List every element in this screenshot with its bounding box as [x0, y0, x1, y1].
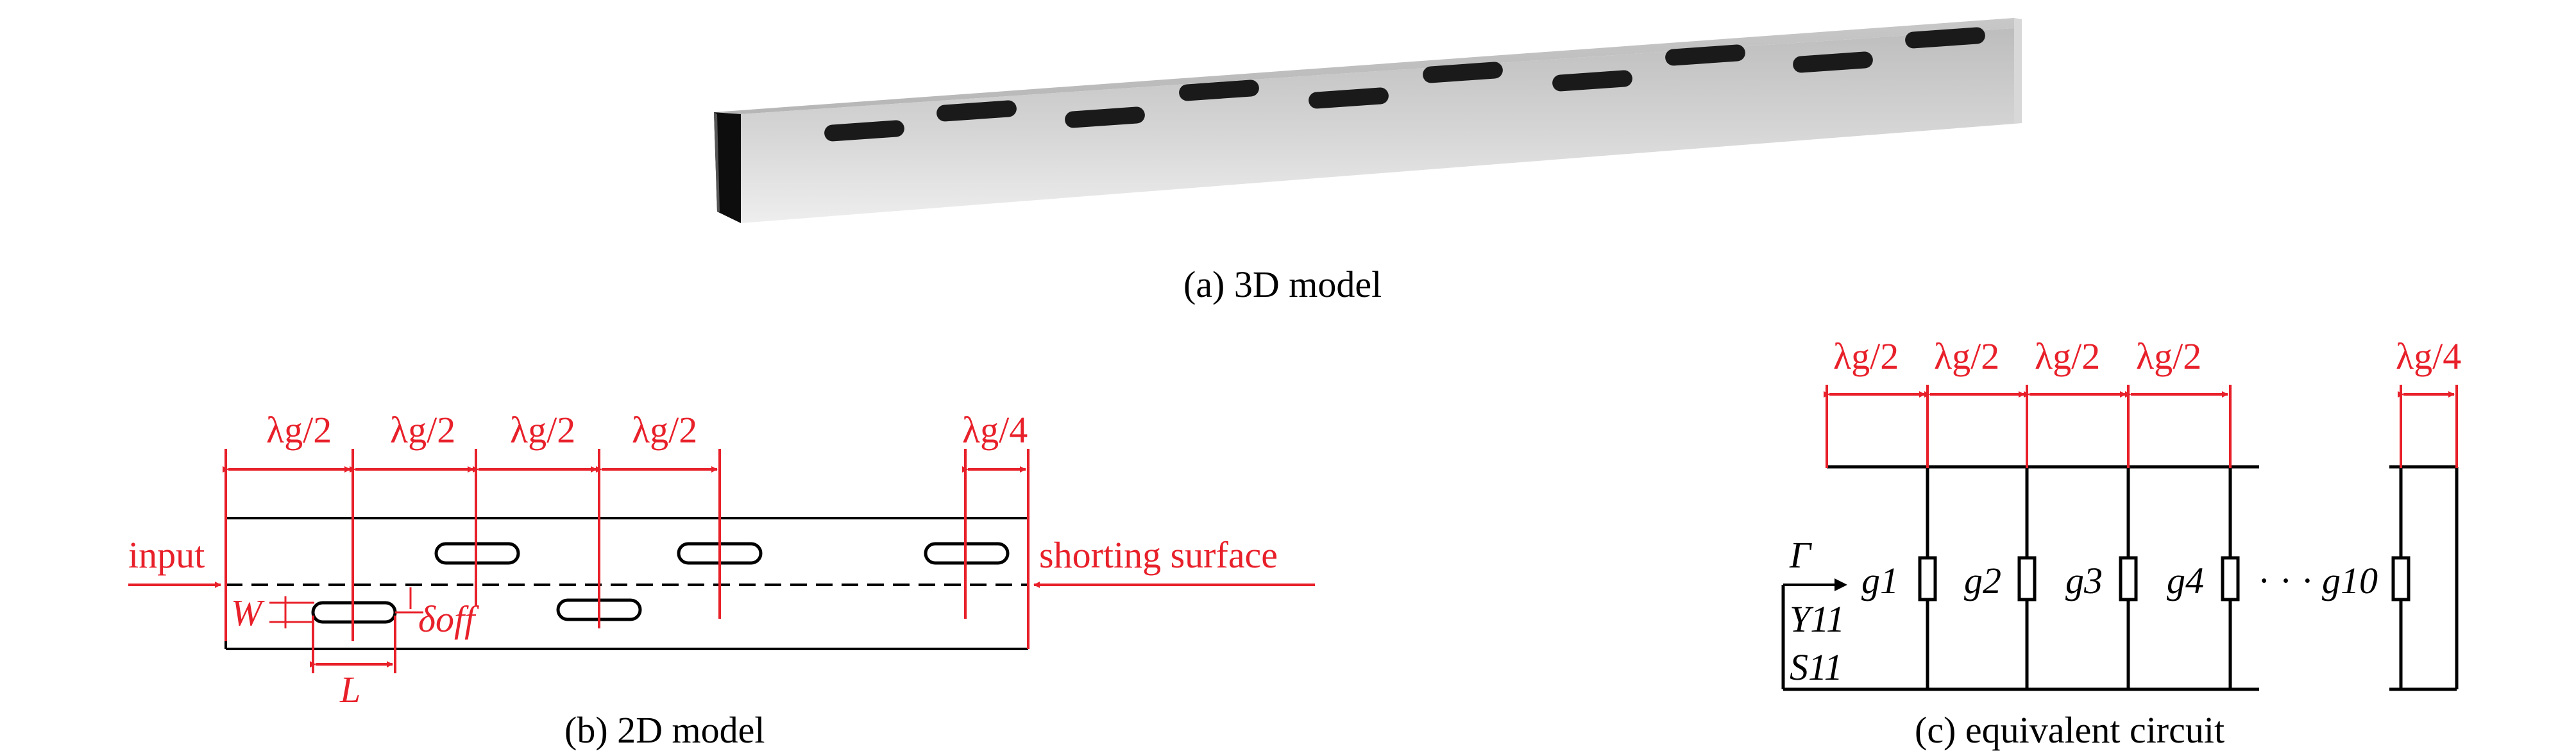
slot: [1793, 51, 1873, 73]
spacing-label: λg/2: [2136, 335, 2201, 377]
slot: [1423, 62, 1503, 83]
caption-equivalent-circuit: (c) equivalent circuit: [1915, 709, 2225, 751]
g-label: g3: [2065, 560, 2103, 601]
spacing-label: λg/2: [266, 409, 332, 451]
waveguide-open-end: [714, 112, 741, 223]
circuit-labels: Γ Y11 S11 g1 g2 g3 g4 g10 · · ·: [1789, 534, 2378, 688]
offset-label: δoff: [418, 598, 479, 640]
spacing-label: λg/4: [2396, 335, 2461, 377]
waveguide-top-face: [714, 18, 2014, 114]
spacing-label: λg/4: [962, 409, 1028, 451]
l-dimension: [310, 616, 396, 673]
caption-2d-model: (b) 2D model: [564, 709, 765, 751]
caption-3d-model: (a) 3D model: [1183, 264, 1382, 305]
slots-2d: [311, 542, 1010, 624]
spacing-label: λg/2: [390, 409, 455, 451]
spacing-label: λg/2: [510, 409, 575, 451]
g-label: g10: [2322, 560, 2378, 601]
slot: [1665, 44, 1745, 66]
waveguide-3d: [714, 18, 2022, 223]
gamma-label: Γ: [1789, 534, 1812, 576]
slot-reference-lines: [225, 449, 1030, 649]
w-dimension: [269, 596, 314, 628]
g-label: g4: [2167, 560, 2204, 601]
g-label: g1: [1861, 560, 1899, 601]
equivalent-circuit: [1781, 465, 2459, 691]
y11-label: Y11: [1790, 598, 1845, 640]
g-label: g2: [1964, 560, 2001, 601]
offset-dimension: [395, 587, 423, 614]
spacing-label: λg/2: [632, 409, 697, 451]
slot: [1552, 70, 1632, 92]
input-label: input: [128, 534, 205, 576]
slot: [936, 100, 1017, 122]
slot: [1179, 80, 1259, 101]
slots-3d: [824, 27, 1985, 142]
s11-label: S11: [1790, 646, 1843, 688]
model-2d: [128, 449, 1315, 673]
slot: [1905, 27, 1985, 49]
waveguide-side-face: [741, 28, 2014, 223]
spacing-label: λg/2: [2035, 335, 2100, 377]
shunt-branches: [1918, 467, 2411, 689]
circuit-spacing-labels: λg/2 λg/2 λg/2 λg/2 λg/4: [1833, 335, 2461, 377]
model-2d-labels: λg/2 λg/2 λg/2 λg/2 λg/4 input shorting …: [128, 409, 1278, 710]
slot: [824, 120, 904, 142]
spacing-dimensions-circuit: [1824, 385, 2458, 468]
spacing-label: λg/2: [1833, 335, 1899, 377]
w-label: W: [231, 592, 265, 634]
ellipsis: · · ·: [2258, 560, 2314, 601]
l-label: L: [339, 669, 360, 710]
spacing-label: λg/2: [1934, 335, 1999, 377]
slot: [1065, 106, 1145, 128]
shorting-surface-label: shorting surface: [1039, 534, 1278, 576]
slot: [1309, 87, 1389, 109]
